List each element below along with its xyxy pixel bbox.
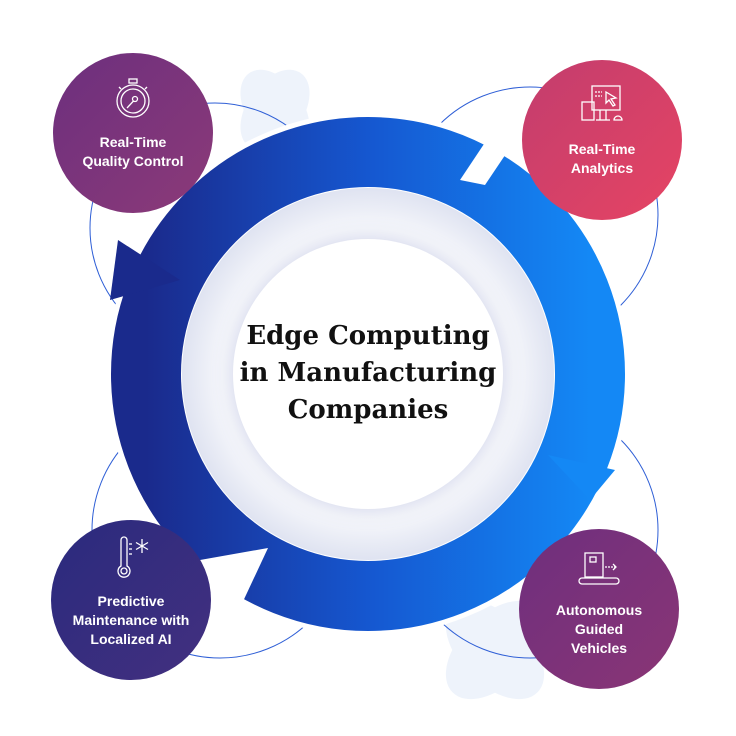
node-real-time-analytics: Real-Time Analytics	[522, 60, 682, 220]
node-autonomous-guided-vehicles: Autonomous Guided Vehicles	[519, 529, 679, 689]
stopwatch-icon	[116, 78, 150, 118]
node-label: Autonomous Guided Vehicles	[555, 602, 643, 656]
monitor-cursor-icon	[581, 85, 623, 121]
arrow-head-left	[110, 240, 180, 300]
node-predictive-maintenance: Predictive Maintenance with Localized AI	[51, 520, 211, 680]
thermometer-snowflake-icon	[117, 536, 149, 578]
conveyor-box-icon	[578, 552, 620, 585]
cycle-ring	[111, 117, 625, 631]
center-circle	[233, 239, 503, 509]
arrow-head-right	[548, 455, 615, 500]
arrow-gap-top	[460, 118, 530, 185]
node-real-time-quality-control: Real-Time Quality Control	[53, 53, 213, 213]
center-title: Edge Computing in Manufacturing Companie…	[239, 321, 497, 425]
node-label: Predictive Maintenance with Localized AI	[72, 593, 190, 647]
node-label: Real-Time Quality Control	[82, 134, 184, 169]
node-label: Real-Time Analytics	[568, 141, 636, 176]
